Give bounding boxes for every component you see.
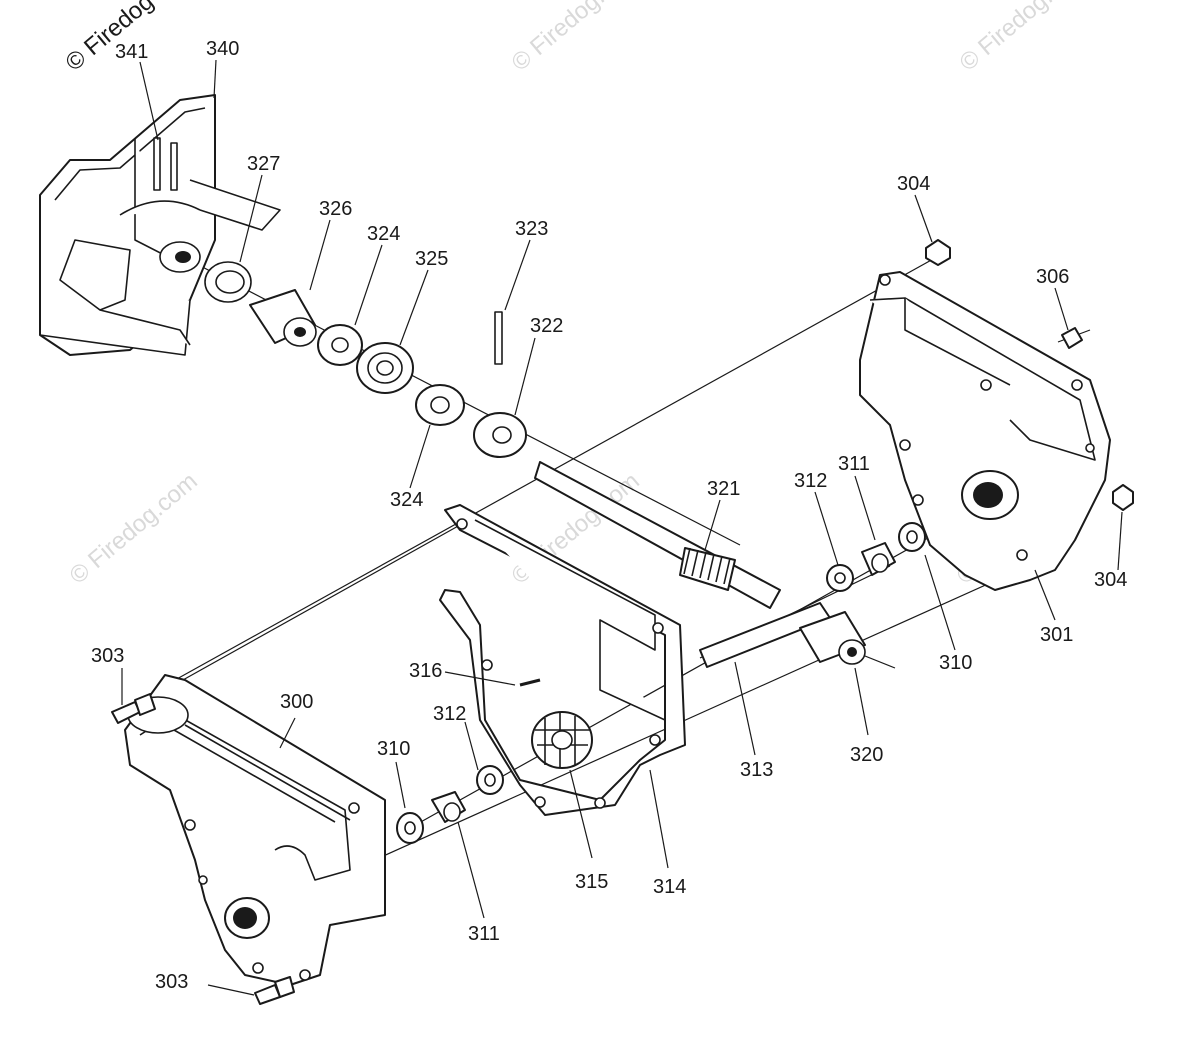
label-311-right: 311 bbox=[838, 453, 870, 475]
label-306: 306 bbox=[1036, 266, 1069, 288]
label-312-right: 312 bbox=[794, 470, 827, 492]
watermark-3: © Firedog.com bbox=[65, 468, 203, 590]
label-303-bottom: 303 bbox=[155, 971, 188, 993]
label-341: 341 bbox=[115, 41, 148, 63]
copyright-text: © Firedog bbox=[61, 0, 159, 77]
nut-304-right bbox=[1112, 484, 1134, 511]
washer-324-lower bbox=[415, 384, 465, 426]
coupling-320 bbox=[799, 611, 866, 665]
gear-315 bbox=[531, 711, 593, 769]
thrust-bearing-325 bbox=[356, 342, 414, 394]
label-303-top: 303 bbox=[91, 645, 124, 667]
bushing-311-left bbox=[431, 791, 466, 823]
label-340: 340 bbox=[206, 38, 239, 60]
bearing-327 bbox=[204, 261, 252, 303]
pin-323 bbox=[494, 311, 503, 365]
washer-310-right bbox=[898, 522, 926, 552]
washer-324-upper bbox=[317, 324, 363, 366]
gearbox-half-300 bbox=[124, 674, 386, 986]
leader-lines bbox=[121, 59, 1123, 996]
label-326: 326 bbox=[319, 198, 352, 220]
label-304-right: 304 bbox=[1094, 569, 1127, 591]
screw-303-top bbox=[111, 693, 156, 724]
label-321: 321 bbox=[707, 478, 740, 500]
part-labels: 341 340 327 326 324 325 323 322 324 304 … bbox=[91, 38, 1127, 993]
bushing-326 bbox=[249, 289, 317, 347]
washer-312-left bbox=[476, 765, 504, 795]
gearbox-half-301 bbox=[859, 271, 1111, 591]
chute-housing-340 bbox=[39, 94, 281, 356]
key-316 bbox=[519, 678, 541, 687]
watermark-1: © Firedog.com bbox=[507, 0, 645, 77]
label-312-left: 312 bbox=[433, 703, 466, 725]
screw-306 bbox=[1061, 327, 1083, 349]
bushing-311-right bbox=[861, 542, 896, 576]
label-300: 300 bbox=[280, 691, 313, 713]
washer-312-right bbox=[826, 564, 854, 592]
label-311-left: 311 bbox=[468, 923, 500, 945]
label-322: 322 bbox=[530, 315, 563, 337]
nut-304-top bbox=[925, 239, 951, 266]
label-327: 327 bbox=[247, 153, 280, 175]
label-324-upper: 324 bbox=[367, 223, 400, 245]
label-313: 313 bbox=[740, 759, 773, 781]
label-315: 315 bbox=[575, 871, 608, 893]
gasket-314 bbox=[439, 504, 686, 816]
label-320: 320 bbox=[850, 744, 883, 766]
watermark-2: © Firedog.com bbox=[955, 0, 1093, 77]
label-301: 301 bbox=[1040, 624, 1073, 646]
label-323: 323 bbox=[515, 218, 548, 240]
label-325: 325 bbox=[415, 248, 448, 270]
screw-303-bottom bbox=[254, 976, 295, 1005]
worm-shaft-321 bbox=[534, 461, 781, 609]
label-310-left: 310 bbox=[377, 738, 410, 760]
collar-322 bbox=[473, 412, 527, 458]
washer-310-left bbox=[396, 812, 424, 844]
label-324-lower: 324 bbox=[390, 489, 423, 511]
label-304-top: 304 bbox=[897, 173, 930, 195]
label-314: 314 bbox=[653, 876, 686, 898]
label-316: 316 bbox=[409, 660, 442, 682]
label-310-right: 310 bbox=[939, 652, 972, 674]
